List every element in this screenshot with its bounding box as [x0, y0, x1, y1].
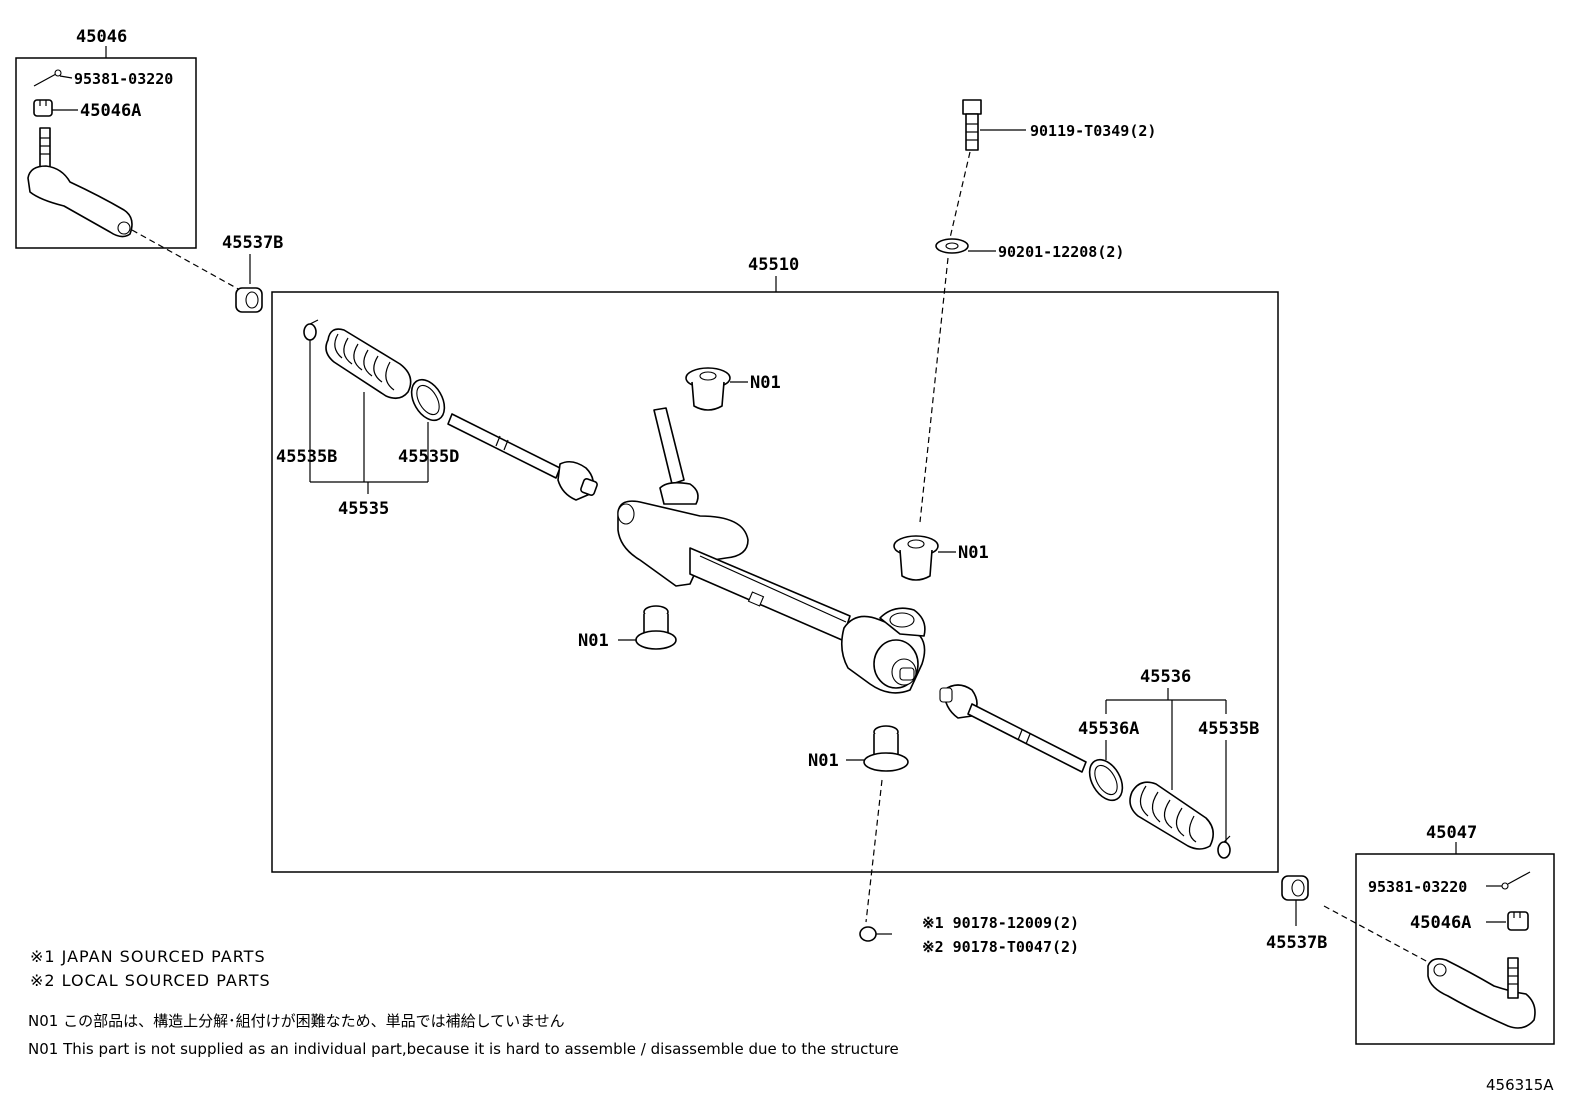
label-45536A: 45536A: [1078, 719, 1139, 739]
tie-rod-end-right-box: [1355, 853, 1555, 1045]
label-n01-bottom: N01: [808, 751, 839, 771]
label-45535D-left: 45535D: [398, 447, 459, 467]
tie-rod-end-left: [27, 127, 133, 238]
tie-rod-end-right-group: 45047 95381-03220 45046A: [1355, 823, 1555, 1045]
label-90119-T0349: 90119-T0349(2): [1030, 122, 1156, 140]
label-45535: 45535: [338, 499, 389, 519]
gear-assembly-box: [271, 291, 1279, 873]
cotter-pin-right: [1486, 871, 1531, 890]
label-45535B-right: 45535B: [1198, 719, 1259, 739]
label-45537B-right: 45537B: [1266, 933, 1327, 953]
note-local-sourced: ※2 LOCAL SOURCED PARTS: [30, 971, 271, 990]
bushing-n01-left: [618, 605, 677, 650]
label-45510: 45510: [748, 255, 799, 275]
label-45046A-right: 45046A: [1410, 913, 1471, 933]
note-n01-japanese: N01 この部品は、構造上分解･組付けが困難なため、単品では補給していません: [28, 1012, 565, 1030]
nut-90178: [859, 926, 892, 942]
boot-cover-left: [235, 287, 263, 313]
label-n01-left: N01: [578, 631, 609, 651]
note-n01-english: N01 This part is not supplied as an indi…: [28, 1040, 899, 1058]
bolt-90119: [962, 99, 1026, 151]
figure-id: 456315A: [1486, 1076, 1554, 1094]
castle-nut-left: [33, 99, 78, 117]
bushing-n01-bottom: [846, 725, 909, 772]
label-n01-right: N01: [958, 543, 989, 563]
cotter-pin-left: [33, 69, 73, 87]
tie-rod-end-right: [1427, 957, 1536, 1029]
steering-gear-housing: [617, 407, 926, 694]
tie-rod-inner-left: [447, 413, 598, 501]
castle-nut-right: [1486, 911, 1529, 931]
boot-clamp-left: [303, 319, 319, 341]
steering-boot-right: [1129, 781, 1214, 850]
tie-rod-inner-right: [939, 684, 1087, 773]
steering-boot-left: [325, 328, 412, 400]
label-90178-12009: ※1 90178-12009(2): [922, 914, 1079, 932]
label-45046: 45046: [76, 27, 127, 47]
label-95381-03220-right: 95381-03220: [1368, 878, 1467, 896]
washer-90201: [935, 238, 996, 254]
boot-cover-right: [1281, 875, 1309, 901]
label-90201-12208: 90201-12208(2): [998, 243, 1124, 261]
note-japan-sourced: ※1 JAPAN SOURCED PARTS: [30, 947, 266, 966]
boot-clamp-right: [1217, 835, 1231, 859]
tie-rod-end-left-group: 45046 95381-03220 45046A: [15, 27, 197, 249]
label-45536: 45536: [1140, 667, 1191, 687]
boot-band-left: [410, 378, 446, 422]
label-n01-top: N01: [750, 373, 781, 393]
label-95381-03220-left: 95381-03220: [74, 70, 173, 88]
bushing-n01-right: [893, 535, 956, 581]
bushing-n01-top: [685, 367, 748, 411]
label-45046A-left: 45046A: [80, 101, 141, 121]
label-45537B-left: 45537B: [222, 233, 283, 253]
label-45535B-left: 45535B: [276, 447, 337, 467]
label-45047: 45047: [1426, 823, 1477, 843]
label-90178-T0047: ※2 90178-T0047(2): [922, 938, 1079, 956]
boot-band-right: [1088, 758, 1124, 802]
